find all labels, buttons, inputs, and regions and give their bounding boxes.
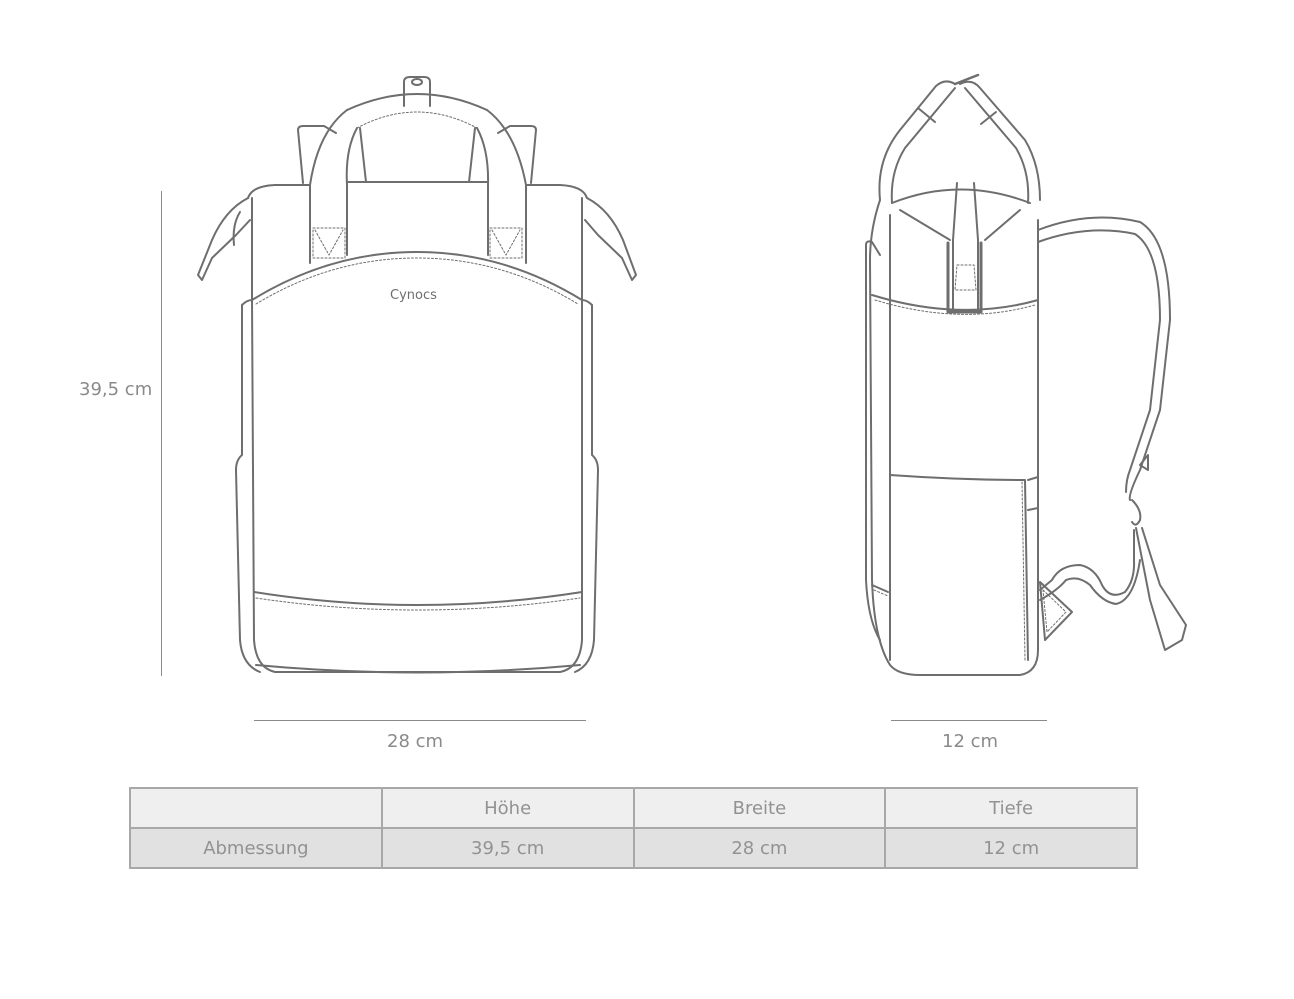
side-view-drawing (865, 73, 1187, 676)
table-row-label: Abmessung (129, 827, 383, 869)
width-dimension-line (254, 720, 586, 721)
front-view-drawing (197, 76, 637, 674)
depth-dimension-line (891, 720, 1047, 721)
table-header-cell (129, 787, 383, 829)
depth-dimension-label: 12 cm (942, 731, 999, 752)
table-row: Abmessung 39,5 cm 28 cm 12 cm (129, 827, 1138, 869)
table-header-cell: Tiefe (884, 787, 1138, 829)
brand-logo: Cynocs (390, 288, 437, 303)
dimensions-table: Höhe Breite Tiefe Abmessung 39,5 cm 28 c… (129, 787, 1138, 869)
table-cell: 12 cm (884, 827, 1138, 869)
table-cell: 39,5 cm (380, 827, 635, 869)
table-header-row: Höhe Breite Tiefe (129, 787, 1138, 829)
height-dimension-label: 39,5 cm (79, 379, 153, 400)
width-dimension-label: 28 cm (387, 731, 444, 752)
table-header-cell: Höhe (380, 787, 635, 829)
table-header-cell: Breite (632, 787, 887, 829)
height-dimension-line (161, 191, 162, 676)
table-cell: 28 cm (632, 827, 887, 869)
